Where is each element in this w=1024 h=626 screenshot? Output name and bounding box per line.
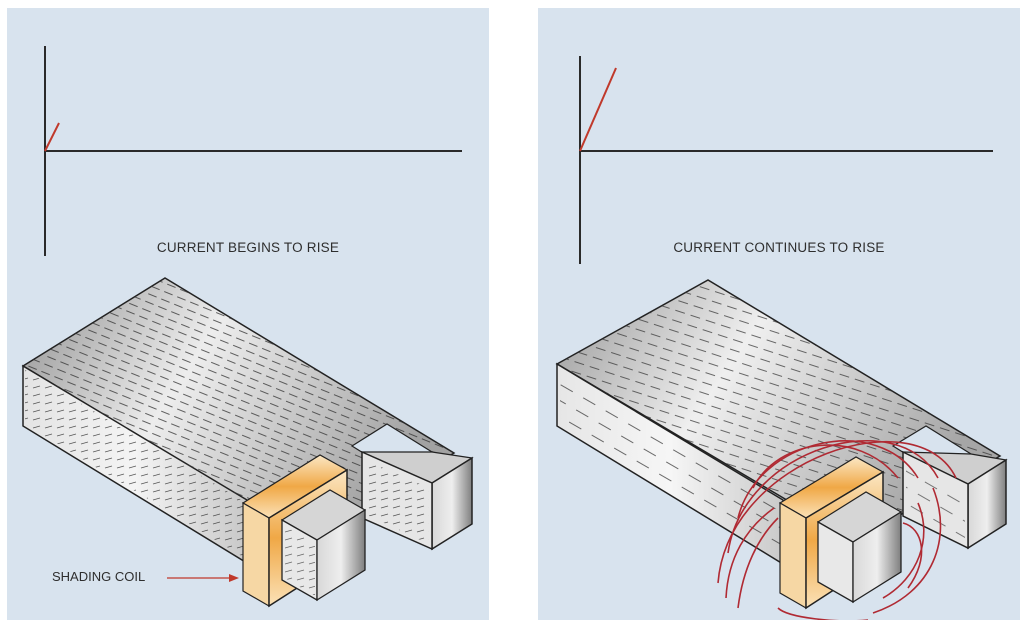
current-graph-axes	[579, 56, 993, 264]
caption-right: CURRENT CONTINUES TO RISE	[673, 240, 885, 255]
shading-coil-arrow	[167, 574, 239, 582]
shading-coil-edge	[779, 501, 807, 610]
caption-left: CURRENT BEGINS TO RISE	[156, 240, 340, 255]
panel-current-continues: CURRENT CONTINUES TO RISE	[538, 8, 1020, 620]
shading-coil-label: SHADING COIL	[52, 569, 146, 584]
flux-lines	[717, 440, 957, 620]
panel-current-begins: CURRENT BEGINS TO RISE SHADING COIL	[7, 8, 489, 620]
shaded-pole-side	[852, 510, 902, 604]
laminated-core	[21, 277, 474, 608]
shaded-pole-side	[316, 508, 366, 602]
current-trace	[44, 122, 60, 152]
current-trace	[579, 67, 617, 152]
shading-coil-edge	[242, 501, 270, 608]
magnet-diagram-left	[21, 46, 474, 608]
laminated-core	[555, 279, 1008, 620]
current-graph-axes	[44, 46, 462, 256]
magnet-diagram-right	[555, 56, 1008, 620]
